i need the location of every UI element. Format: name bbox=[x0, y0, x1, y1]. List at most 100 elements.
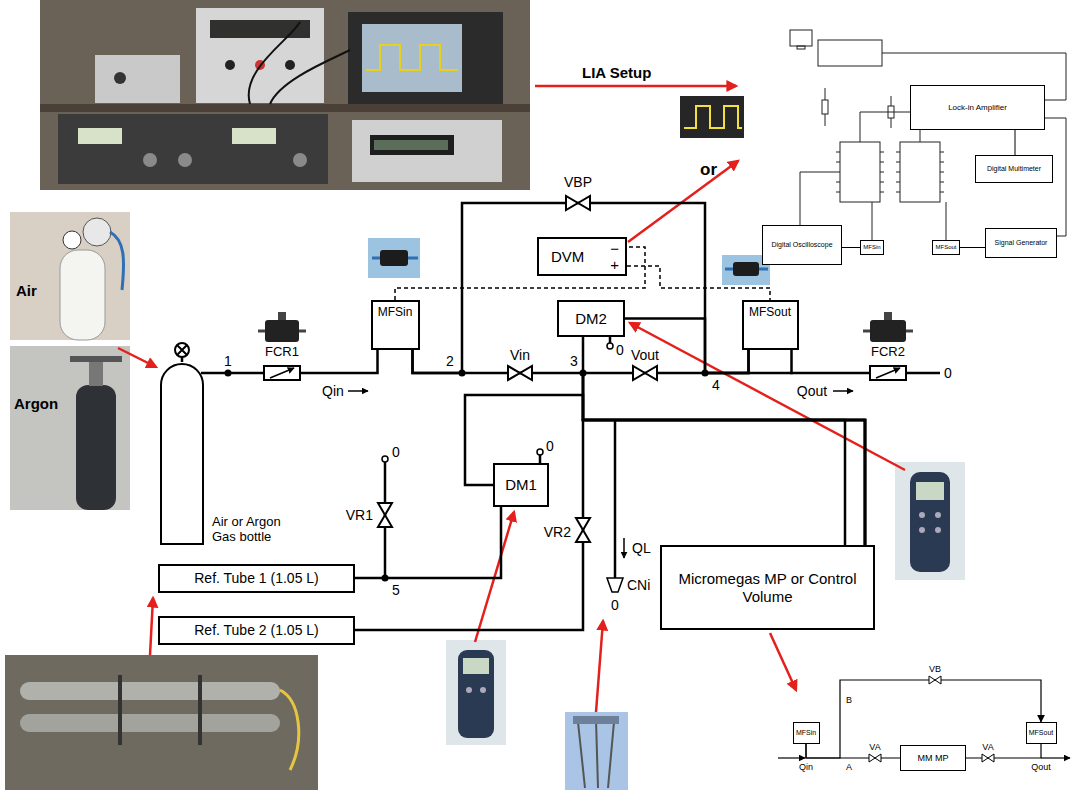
regulator-label: FCR2 bbox=[871, 345, 905, 360]
text-holder: Digital Oscilloscope bbox=[771, 241, 832, 249]
text-holder: Lock-in Amplifier bbox=[948, 103, 1007, 112]
lia-schematic-parts bbox=[920, 130, 921, 142]
text-holder: Air or Argon Gas bottle bbox=[212, 515, 296, 545]
manometer-photo bbox=[480, 687, 486, 693]
lab-photo bbox=[40, 0, 530, 190]
lia-schematic-parts bbox=[825, 88, 826, 126]
flow-sensor-photo bbox=[368, 238, 420, 278]
label-holder: Vout bbox=[631, 347, 659, 363]
label-holder: LIA Setup bbox=[582, 64, 651, 81]
point-number: 1 bbox=[224, 353, 232, 369]
label-holder: CNi bbox=[627, 577, 650, 593]
photo-label: Air bbox=[16, 282, 37, 299]
label-holder: QL bbox=[632, 540, 651, 556]
label-holder: VA bbox=[982, 742, 993, 752]
argon-bottle-photo bbox=[89, 362, 103, 386]
bottle-valve-handle bbox=[175, 343, 189, 357]
junction-dot bbox=[459, 370, 466, 377]
air-bottle-photo bbox=[110, 232, 124, 290]
node-text: Signal Generator bbox=[995, 239, 1048, 247]
label-holder: 0 bbox=[392, 444, 400, 460]
label-holder: 0 bbox=[616, 342, 624, 358]
flow-sensor-photo bbox=[733, 262, 759, 276]
lab-photo bbox=[40, 0, 530, 190]
vent-label: 0 bbox=[944, 365, 952, 381]
needles-photo bbox=[573, 716, 619, 724]
pipe bbox=[609, 337, 612, 343]
text-holder: − bbox=[610, 240, 619, 257]
lia-schematic-parts bbox=[900, 142, 940, 202]
manometer-box: DM2 bbox=[557, 300, 625, 337]
callout-arrow bbox=[596, 621, 603, 712]
pipe bbox=[614, 420, 617, 578]
lab-photo bbox=[78, 128, 122, 144]
argon-bottle-photo bbox=[76, 385, 116, 510]
flow-label: Qout bbox=[1031, 762, 1051, 772]
reference-tubes-photo bbox=[20, 714, 280, 732]
text-holder: Signal Generator bbox=[995, 239, 1048, 247]
valve-symbol bbox=[633, 366, 657, 380]
gas-bottle: Air or Argon Gas bottle bbox=[160, 362, 204, 545]
text-holder: + bbox=[610, 256, 619, 273]
label-holder: Qout bbox=[797, 383, 827, 399]
flow-regulator-icon bbox=[863, 330, 913, 333]
flow-regulator-symbol bbox=[264, 366, 906, 380]
lia-schematic-parts bbox=[896, 152, 944, 192]
gas-pipe bbox=[806, 744, 900, 758]
air-bottle-photo bbox=[83, 218, 111, 246]
reference-tubes-photo bbox=[5, 655, 318, 790]
flow-arrow bbox=[833, 390, 853, 392]
vent-label: 0 bbox=[616, 342, 624, 358]
regulator-label: FCR1 bbox=[265, 345, 299, 360]
text-holder: Digital Multimeter bbox=[987, 165, 1041, 173]
gas-pipe bbox=[583, 350, 845, 545]
flow-regulator-icon bbox=[265, 320, 299, 342]
sensor-box: MFSout bbox=[932, 240, 960, 255]
label-holder: 0 bbox=[546, 438, 554, 454]
needles-photo bbox=[565, 712, 628, 790]
manometer-box: DM1 bbox=[493, 463, 549, 507]
manometer-photo bbox=[458, 650, 494, 738]
point-number: 5 bbox=[392, 582, 400, 598]
node-text: MFSin bbox=[863, 244, 880, 251]
reference-tubes-photo bbox=[120, 675, 200, 745]
manometer-photo bbox=[935, 527, 941, 533]
manometer-photo bbox=[910, 472, 950, 572]
gas-pipe bbox=[966, 744, 1041, 758]
label-holder: 0 bbox=[944, 365, 952, 381]
inset-pipe bbox=[778, 757, 805, 758]
lia-schematic-parts bbox=[840, 142, 880, 202]
reference-tubes-photo bbox=[280, 690, 299, 770]
point-letter: B bbox=[846, 695, 852, 705]
lab-photo bbox=[270, 50, 350, 104]
node-text: MFSout bbox=[1029, 729, 1054, 737]
nozzle-symbol bbox=[607, 578, 623, 592]
photo-label: Argon bbox=[14, 395, 58, 412]
junction-dot bbox=[382, 575, 389, 582]
text-holder: MFSin bbox=[796, 729, 816, 737]
gas-pipe bbox=[413, 203, 749, 373]
node-text: Digital Oscilloscope bbox=[771, 241, 832, 249]
lab-photo bbox=[143, 153, 157, 167]
junction-dot bbox=[225, 370, 232, 377]
junction-dot bbox=[702, 370, 709, 377]
node-text: Lock-in Amplifier bbox=[948, 103, 1007, 112]
flow-sensor-photo bbox=[372, 257, 418, 260]
valve-symbol bbox=[576, 518, 590, 542]
vent-symbol bbox=[382, 343, 613, 462]
flow-regulator-icon bbox=[863, 312, 913, 342]
reference-tubes-photo bbox=[20, 682, 280, 700]
flow-sensor-box: MFSout bbox=[742, 300, 799, 350]
lab-photo bbox=[58, 114, 328, 184]
lia-schematic-parts bbox=[800, 172, 836, 225]
flow-regulator-icon bbox=[258, 330, 306, 333]
text-holder: Ref. Tube 2 (1.05 L) bbox=[194, 622, 319, 638]
manometer-photo bbox=[466, 687, 472, 693]
valve-symbol bbox=[378, 503, 392, 527]
lab-photo bbox=[374, 140, 448, 150]
valve-symbol bbox=[869, 754, 881, 762]
pipe bbox=[790, 372, 940, 375]
lia-schematic-parts bbox=[790, 30, 1066, 240]
node-text: MFSout bbox=[935, 244, 956, 251]
